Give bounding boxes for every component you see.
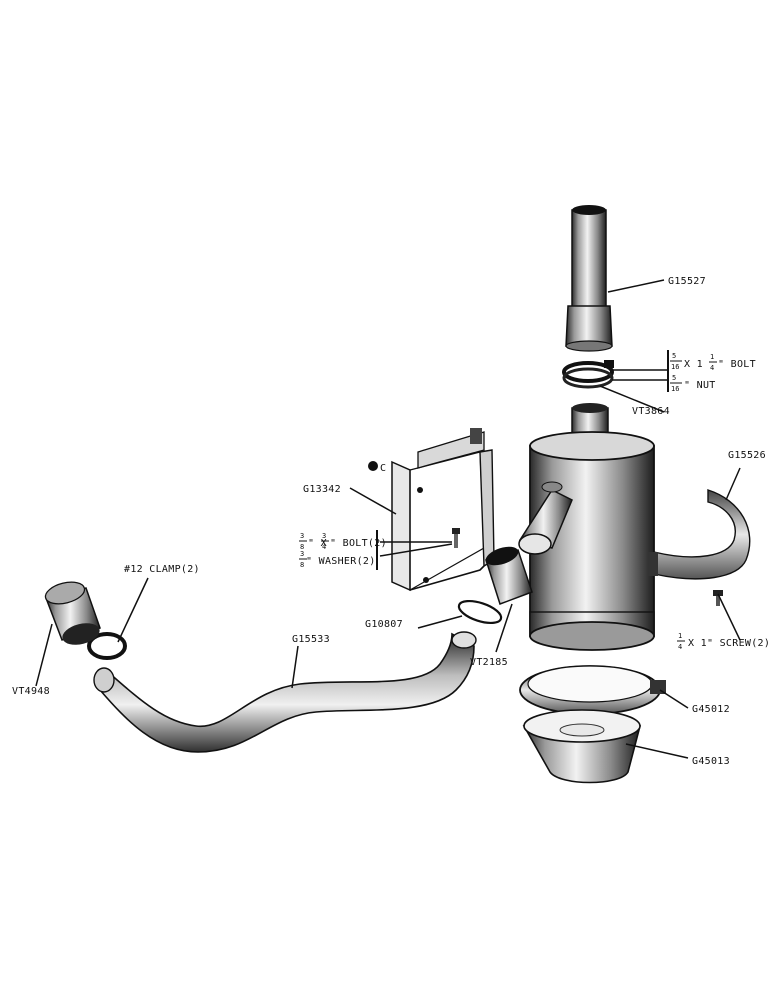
nut-marker: C xyxy=(368,461,386,474)
label-g15526: G15526 xyxy=(728,450,766,461)
svg-text:16: 16 xyxy=(671,385,679,393)
g45012-ring xyxy=(519,665,666,715)
air-cleaner-body xyxy=(518,403,655,651)
svg-text:" WASHER(2): " WASHER(2) xyxy=(306,556,376,567)
vt4948-sleeve xyxy=(44,581,101,645)
label-g15533: G15533 xyxy=(292,634,330,645)
svg-text:" BOLT(2): " BOLT(2) xyxy=(330,538,387,549)
vt3864-clamp xyxy=(562,360,614,389)
g15526-bracket xyxy=(648,489,751,580)
bracket-bolt xyxy=(452,528,460,548)
svg-text:8: 8 xyxy=(300,543,304,551)
label-vt3864: VT3864 xyxy=(632,406,670,417)
g15533-hose xyxy=(93,631,477,753)
svg-text:8: 8 xyxy=(300,561,304,569)
small-clamp xyxy=(87,632,127,660)
g10807-clamp xyxy=(457,599,503,625)
svg-text:3: 3 xyxy=(300,532,304,540)
svg-text:" NUT: " NUT xyxy=(684,380,716,391)
svg-text:4: 4 xyxy=(322,543,326,551)
vt2185-hose xyxy=(485,546,533,605)
callout-bolt-5-16: 5 16 X 1 1 4 " BOLT xyxy=(667,350,756,392)
callout-screw-1-4: 1 4 X 1" SCREW(2) xyxy=(677,632,770,651)
callout-washer-3-8: 3 8 " WASHER(2) xyxy=(299,550,376,569)
leader-lines xyxy=(35,279,741,759)
callout-clamp-12: #12 CLAMP(2) xyxy=(124,564,200,575)
svg-text:4: 4 xyxy=(678,643,682,651)
svg-text:5: 5 xyxy=(672,352,676,360)
svg-text:" X: " X xyxy=(308,538,327,549)
screw xyxy=(713,590,723,606)
label-g45012: G45012 xyxy=(692,704,730,715)
svg-text:1: 1 xyxy=(710,353,714,361)
svg-text:C: C xyxy=(380,463,386,474)
label-vt2185: VT2185 xyxy=(470,657,508,668)
svg-text:5: 5 xyxy=(672,374,676,382)
callout-nut-5-16: 5 16 " NUT xyxy=(670,374,716,393)
svg-text:4: 4 xyxy=(710,364,714,372)
g45013-cup xyxy=(522,709,642,784)
label-g15527: G15527 xyxy=(668,276,706,287)
svg-text:16: 16 xyxy=(671,363,679,371)
label-g13342: G13342 xyxy=(303,484,341,495)
g13342-bracket xyxy=(391,428,495,592)
label-g10807: G10807 xyxy=(365,619,403,630)
g15527-pipe xyxy=(565,205,613,352)
callout-bolt-3-8: 3 8 " X 3 4 " BOLT(2) xyxy=(299,530,387,570)
svg-text:X 1" SCREW(2): X 1" SCREW(2) xyxy=(688,638,770,649)
label-g45013: G45013 xyxy=(692,756,730,767)
svg-text:3: 3 xyxy=(300,550,304,558)
svg-text:" BOLT: " BOLT xyxy=(718,359,756,370)
svg-text:3: 3 xyxy=(322,532,326,540)
svg-text:X 1: X 1 xyxy=(684,359,703,370)
svg-text:1: 1 xyxy=(678,632,682,640)
label-vt4948: VT4948 xyxy=(12,686,50,697)
